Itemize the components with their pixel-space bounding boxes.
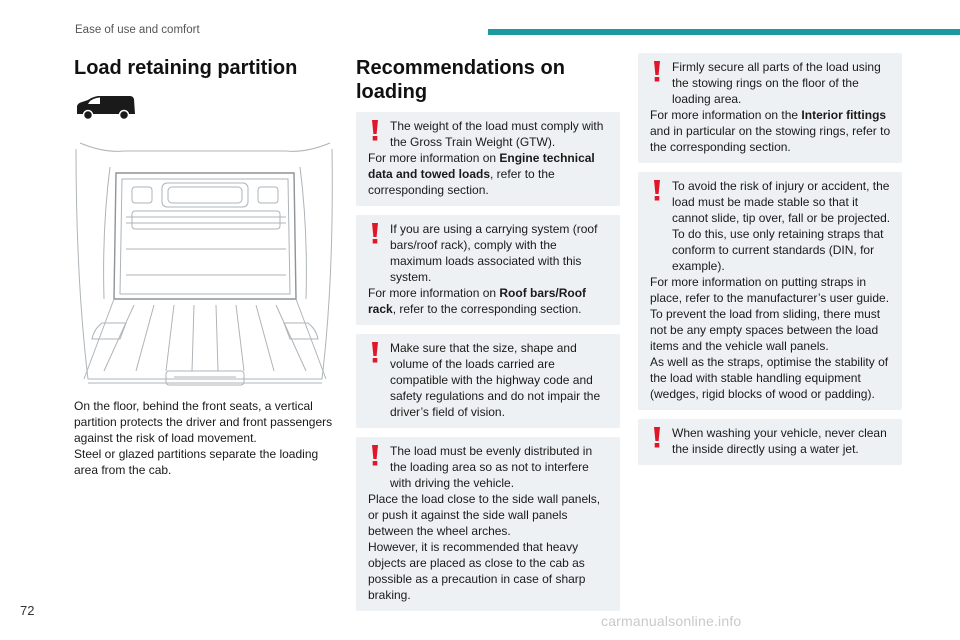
van-icon bbox=[77, 96, 135, 121]
warning-exclamation-icon bbox=[654, 180, 660, 201]
warning-box-load-stability: To avoid the risk of injury or accident,… bbox=[638, 172, 902, 410]
reference-link-engine-data: Engine technical data and towed loads bbox=[368, 151, 595, 181]
partition-paragraph: On the floor, behind the front seats, a … bbox=[74, 399, 333, 445]
reference-text: For more information on the Interior fit… bbox=[650, 108, 891, 154]
warning-box-weight: The weight of the load must comply with … bbox=[356, 112, 620, 206]
reference-link-roof-bars: Roof bars/Roof rack bbox=[368, 286, 587, 316]
warning-text: The load must be evenly distributed in t… bbox=[390, 444, 593, 490]
warning-extra-text: However, it is recommended that heavy ob… bbox=[368, 540, 586, 602]
warning-exclamation-icon bbox=[372, 120, 378, 141]
partition-description: On the floor, behind the front seats, a … bbox=[74, 398, 338, 478]
warning-extra-text: Place the load close to the side wall pa… bbox=[368, 492, 601, 538]
reference-text: For more information on Engine technical… bbox=[368, 151, 595, 197]
warning-box-load-distribution: The load must be evenly distributed in t… bbox=[356, 437, 620, 611]
heading-load-retaining-partition: Load retaining partition bbox=[74, 57, 298, 79]
warning-text: Firmly secure all parts of the load usin… bbox=[672, 60, 881, 106]
warning-text: If you are using a carrying system (roof… bbox=[390, 222, 598, 284]
warning-box-washing: When washing your vehicle, never clean t… bbox=[638, 419, 902, 465]
warning-exclamation-icon bbox=[654, 427, 660, 448]
warning-box-stowing-rings: Firmly secure all parts of the load usin… bbox=[638, 53, 902, 163]
warning-extra-text: As well as the straps, optimise the stab… bbox=[650, 355, 889, 401]
warning-text: When washing your vehicle, never clean t… bbox=[672, 426, 887, 456]
reference-text: For more information on Roof bars/Roof r… bbox=[368, 286, 587, 316]
partition-paragraph: Steel or glazed partitions separate the … bbox=[74, 447, 319, 477]
column-recommendations: Recommendations on loading The weight of… bbox=[356, 56, 620, 620]
column-load-retaining-partition: Load retaining partition bbox=[74, 56, 338, 121]
warning-text: Make sure that the size, shape and volum… bbox=[390, 341, 601, 419]
heading-recommendations-on-loading: Recommendations on loading bbox=[356, 57, 565, 103]
section-title: Ease of use and comfort bbox=[75, 24, 200, 36]
warning-text: To avoid the risk of injury or accident,… bbox=[672, 179, 891, 273]
warning-exclamation-icon bbox=[372, 445, 378, 466]
reference-link-interior-fittings: Interior fittings bbox=[801, 108, 887, 122]
warning-extra-text: For more information on putting straps i… bbox=[650, 275, 890, 305]
warning-box-load-size: Make sure that the size, shape and volum… bbox=[356, 334, 620, 428]
warning-exclamation-icon bbox=[372, 223, 378, 244]
warning-exclamation-icon bbox=[372, 342, 378, 363]
watermark: carmanualsonline.info bbox=[601, 613, 742, 629]
page-number: 72 bbox=[20, 603, 35, 618]
warning-exclamation-icon bbox=[654, 61, 660, 82]
header-accent-bar bbox=[488, 29, 960, 35]
warning-extra-text: To prevent the load from sliding, there … bbox=[650, 307, 881, 353]
column-securing-load: Firmly secure all parts of the load usin… bbox=[638, 53, 902, 474]
warning-text: The weight of the load must comply with … bbox=[390, 119, 604, 149]
cargo-area-illustration bbox=[75, 142, 333, 386]
warning-box-roof-bars: If you are using a carrying system (roof… bbox=[356, 215, 620, 325]
